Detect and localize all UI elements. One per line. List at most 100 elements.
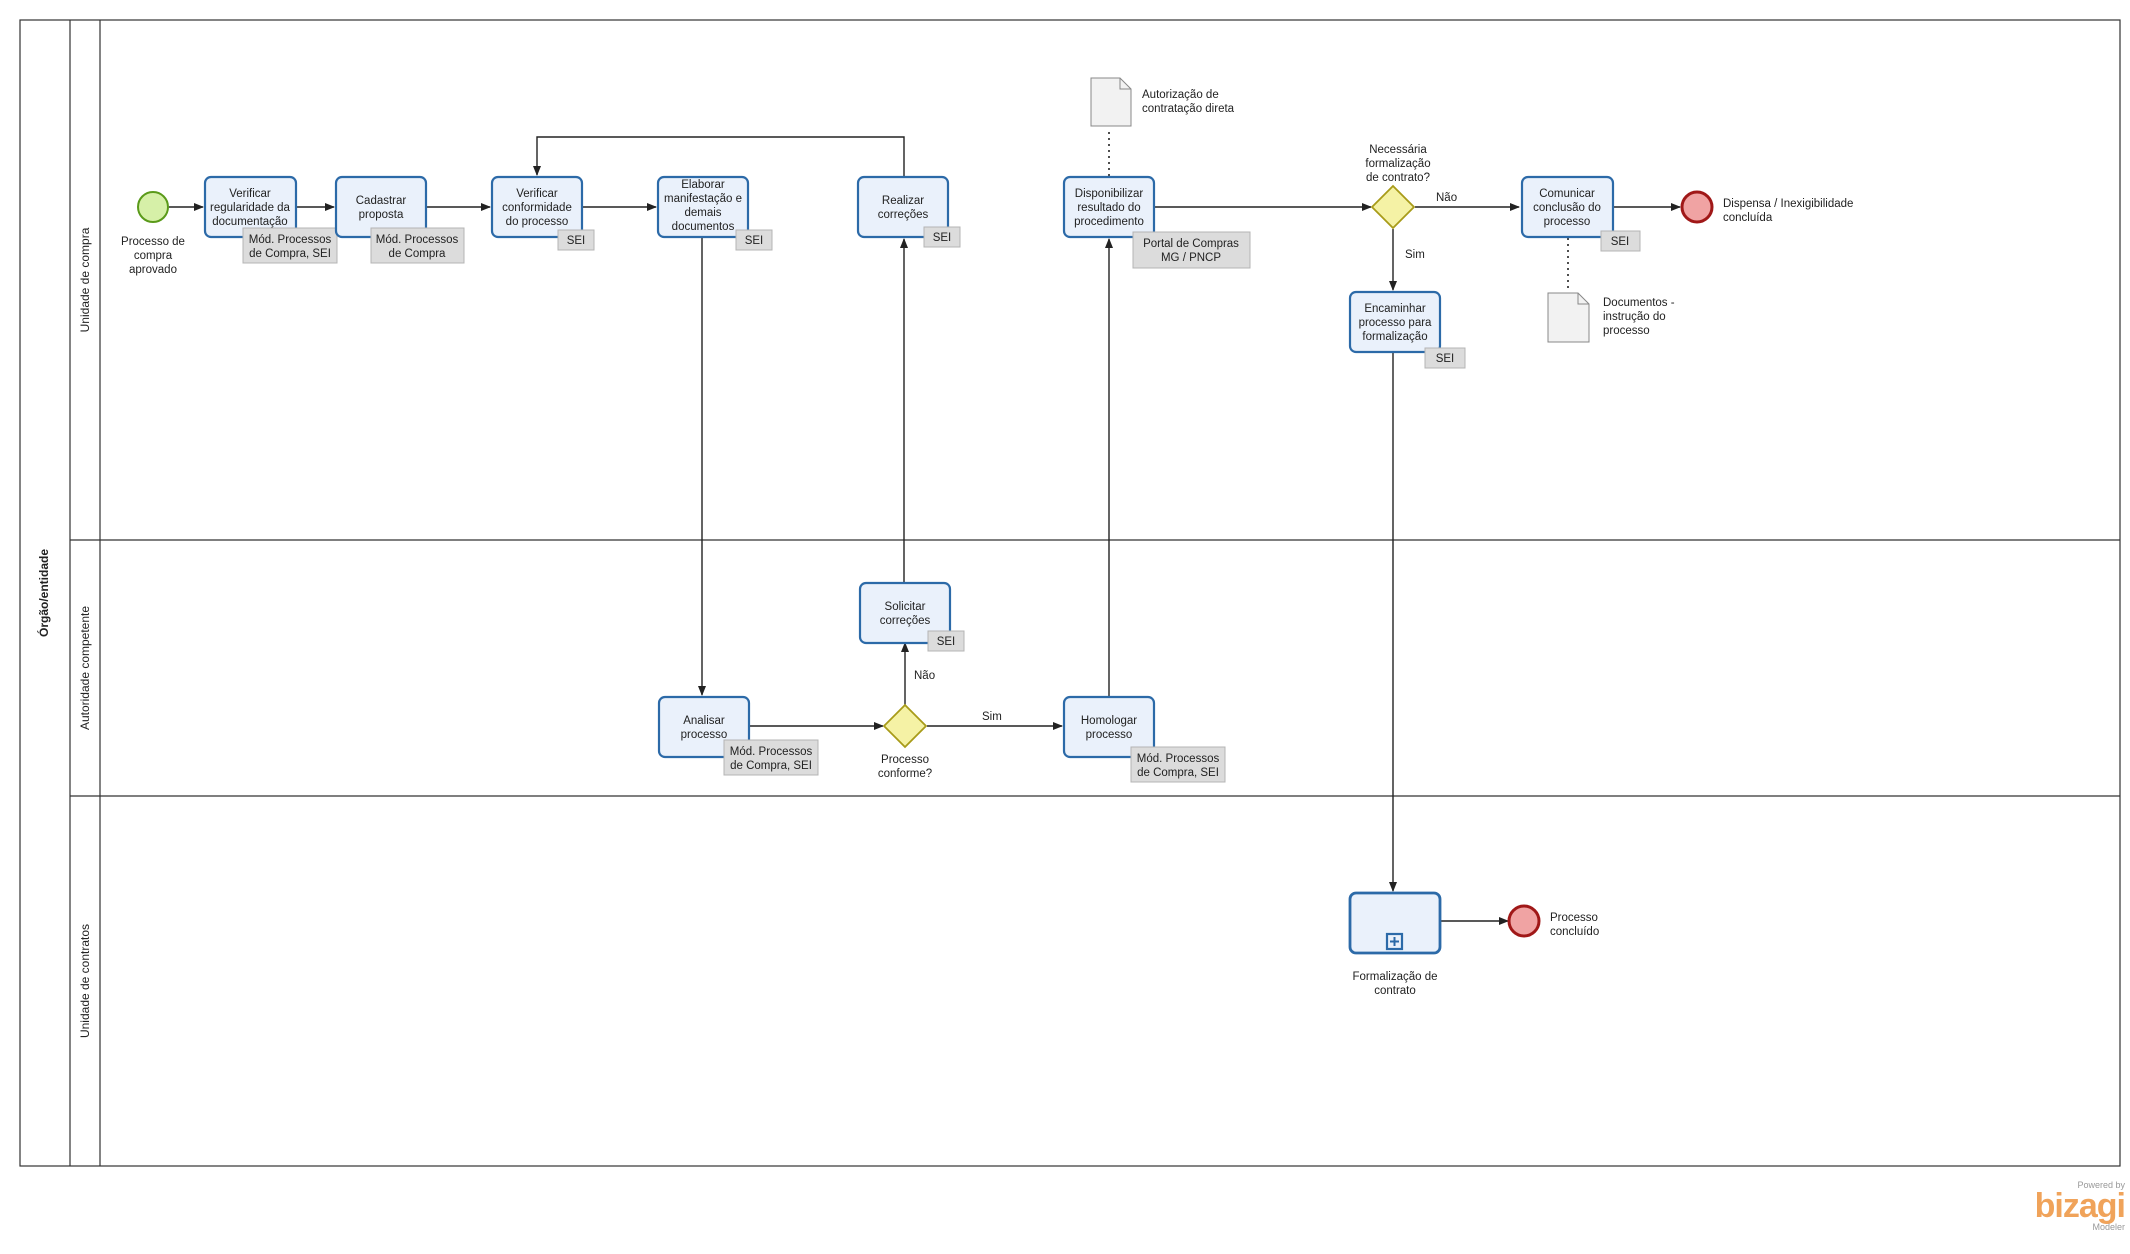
svg-text:formalização: formalização xyxy=(1362,331,1427,343)
svg-text:Mód. Processos: Mód. Processos xyxy=(376,234,459,246)
svg-text:Analisar: Analisar xyxy=(683,715,725,727)
logo-product: Modeler xyxy=(2092,1222,2125,1232)
svg-text:Processo: Processo xyxy=(1550,912,1598,924)
svg-text:Mód. Processos: Mód. Processos xyxy=(1137,753,1220,765)
end-event-processo-concluido[interactable] xyxy=(1507,904,1541,938)
subprocess-formalizacao-contrato[interactable] xyxy=(1348,891,1442,955)
end-event-processo-concluido-label: Processo concluído xyxy=(1550,912,1599,938)
svg-text:contrato: contrato xyxy=(1374,985,1416,997)
svg-text:Autorização de: Autorização de xyxy=(1142,89,1219,101)
gateway-processo-conforme-label: Processo conforme? xyxy=(878,754,932,780)
sequence-flows xyxy=(169,136,1681,925)
svg-text:formalização: formalização xyxy=(1365,158,1430,170)
svg-text:contratação direta: contratação direta xyxy=(1142,103,1235,115)
tag-homologar-processo: Mód. Processos de Compra, SEI xyxy=(1130,746,1226,783)
task-elaborar-manifestacao[interactable]: Elaborar manifestação e demais documento… xyxy=(656,175,750,239)
svg-text:resultado do: resultado do xyxy=(1077,202,1140,214)
lane-label-unidade-compra: Unidade de compra xyxy=(78,227,92,332)
end-event-dispensa[interactable] xyxy=(1680,190,1714,224)
svg-text:SEI: SEI xyxy=(933,232,952,244)
svg-text:aprovado: aprovado xyxy=(129,264,177,276)
logo-powered-by: Powered by xyxy=(2077,1180,2125,1190)
svg-text:concluída: concluída xyxy=(1723,212,1773,224)
svg-text:Portal de Compras: Portal de Compras xyxy=(1143,238,1239,250)
gateway-processo-conforme[interactable] xyxy=(882,703,928,749)
tag-analisar-processo: Mód. Processos de Compra, SEI xyxy=(723,739,819,776)
task-homologar-processo[interactable]: Homologar processo xyxy=(1062,695,1156,759)
svg-text:de Compra, SEI: de Compra, SEI xyxy=(1137,767,1219,779)
svg-text:Documentos -: Documentos - xyxy=(1603,297,1675,309)
svg-text:de Compra: de Compra xyxy=(389,248,446,260)
tag-comunicar-conclusao: SEI xyxy=(1600,230,1641,252)
tag-elaborar-manifestacao: SEI xyxy=(735,229,773,251)
svg-text:Mód. Processos: Mód. Processos xyxy=(249,234,332,246)
task-verificar-regularidade[interactable]: Verificar regularidade da documentação xyxy=(203,175,298,239)
svg-text:de contrato?: de contrato? xyxy=(1366,172,1430,184)
bizagi-logo: Powered by bizagi Modeler xyxy=(2025,1180,2126,1232)
svg-text:SEI: SEI xyxy=(1436,353,1455,365)
svg-text:Verificar: Verificar xyxy=(229,188,271,200)
svg-text:SEI: SEI xyxy=(1611,236,1630,248)
task-encaminhar-processo[interactable]: Encaminhar processo para formalização xyxy=(1348,290,1442,354)
svg-text:Homologar: Homologar xyxy=(1081,715,1137,727)
tag-realizar-correcoes: SEI xyxy=(923,226,961,248)
tag-verificar-conformidade: SEI xyxy=(557,229,595,251)
task-comunicar-conclusao[interactable]: Comunicar conclusão do processo xyxy=(1520,175,1615,239)
artifact-autorizacao-label: Autorização de contratação direta xyxy=(1142,89,1235,115)
svg-text:processo: processo xyxy=(1086,729,1133,741)
svg-text:Elaborar: Elaborar xyxy=(681,179,725,191)
svg-text:Cadastrar: Cadastrar xyxy=(356,195,407,207)
svg-text:processo: processo xyxy=(1603,325,1650,337)
gateway-necessaria-formalizacao[interactable] xyxy=(1370,184,1416,230)
task-disponibilizar-resultado[interactable]: Disponibilizar resultado do procedimento xyxy=(1062,175,1156,239)
svg-text:demais: demais xyxy=(684,207,721,219)
svg-text:conformidade: conformidade xyxy=(502,202,572,214)
svg-text:correções: correções xyxy=(878,209,929,221)
svg-text:conforme?: conforme? xyxy=(878,768,932,780)
svg-text:MG / PNCP: MG / PNCP xyxy=(1161,252,1221,264)
svg-text:Dispensa / Inexigibilidade: Dispensa / Inexigibilidade xyxy=(1723,198,1853,210)
svg-text:processo: processo xyxy=(1544,216,1591,228)
svg-text:conclusão do: conclusão do xyxy=(1533,202,1601,214)
tag-verificar-regularidade: Mód. Processos de Compra, SEI xyxy=(242,227,338,264)
start-event[interactable] xyxy=(137,191,169,223)
svg-text:SEI: SEI xyxy=(567,235,586,247)
task-verificar-conformidade[interactable]: Verificar conformidade do processo xyxy=(490,175,584,239)
flow-label-nao-conforme: Não xyxy=(914,670,935,682)
svg-text:Realizar: Realizar xyxy=(882,195,924,207)
pool-label: Órgão/entidade xyxy=(36,549,51,637)
svg-text:procedimento: procedimento xyxy=(1074,216,1144,228)
svg-text:instrução do: instrução do xyxy=(1603,311,1666,323)
svg-text:Necessária: Necessária xyxy=(1369,144,1427,156)
svg-text:documentos: documentos xyxy=(672,221,735,233)
flow-label-sim-formalizacao: Sim xyxy=(1405,249,1425,261)
svg-text:de Compra, SEI: de Compra, SEI xyxy=(249,248,331,260)
start-event-label: Processo de compra aprovado xyxy=(121,236,185,276)
tag-disponibilizar-resultado: Portal de Compras MG / PNCP xyxy=(1132,231,1251,269)
document-icon-autorizacao[interactable] xyxy=(1090,77,1132,127)
svg-text:Solicitar: Solicitar xyxy=(885,601,926,613)
svg-text:Formalização de: Formalização de xyxy=(1352,971,1437,983)
task-realizar-correcoes[interactable]: Realizar correções xyxy=(856,175,950,239)
svg-text:SEI: SEI xyxy=(745,235,764,247)
artifact-documentos-label: Documentos - instrução do processo xyxy=(1603,297,1675,337)
svg-text:Verificar: Verificar xyxy=(516,188,558,200)
svg-text:Encaminhar: Encaminhar xyxy=(1364,303,1426,315)
svg-text:regularidade da: regularidade da xyxy=(210,202,291,214)
tag-solicitar-correcoes: SEI xyxy=(927,630,965,652)
svg-text:Comunicar: Comunicar xyxy=(1539,188,1595,200)
flow-label-nao-formalizacao: Não xyxy=(1436,192,1457,204)
svg-text:Mód. Processos: Mód. Processos xyxy=(730,746,813,758)
svg-text:proposta: proposta xyxy=(359,209,404,221)
svg-text:correções: correções xyxy=(880,615,931,627)
svg-text:concluído: concluído xyxy=(1550,926,1599,938)
logo-brand: bizagi xyxy=(2034,1187,2126,1225)
document-icon-documentos[interactable] xyxy=(1547,292,1590,343)
svg-text:Disponibilizar: Disponibilizar xyxy=(1075,188,1144,200)
gateway-necessaria-formalizacao-label: Necessária formalização de contrato? xyxy=(1365,144,1430,184)
tag-encaminhar-processo: SEI xyxy=(1424,347,1466,369)
subprocess-formalizacao-contrato-label: Formalização de contrato xyxy=(1352,971,1437,997)
svg-text:de Compra, SEI: de Compra, SEI xyxy=(730,760,812,772)
task-solicitar-correcoes[interactable]: Solicitar correções xyxy=(858,581,952,645)
